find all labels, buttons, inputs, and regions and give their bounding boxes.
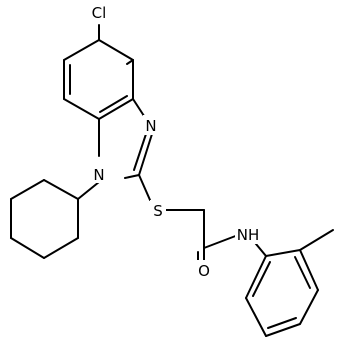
- atom-label-background: [143, 115, 159, 135]
- bond: [252, 261, 271, 297]
- imine-nitrogen-label: N: [145, 117, 156, 135]
- bond: [63, 39, 100, 61]
- amide-nitrogen-label: NH: [237, 226, 260, 244]
- bond: [299, 229, 334, 251]
- bond: [138, 174, 151, 201]
- bond: [10, 179, 45, 200]
- ring-nitrogen-label: N: [93, 166, 104, 184]
- bond: [124, 174, 140, 179]
- bond: [43, 179, 79, 200]
- bond: [265, 323, 301, 337]
- bond: [126, 59, 134, 65]
- bond: [43, 237, 79, 259]
- bond: [299, 249, 319, 291]
- bond: [98, 39, 134, 61]
- bond: [99, 95, 128, 113]
- bond: [133, 130, 148, 171]
- bond: [10, 237, 45, 259]
- chlorine-label: Cl: [92, 4, 107, 22]
- oxygen-label: O: [198, 262, 210, 280]
- bond: [245, 255, 267, 299]
- atom-labels: Cl N N S O NH: [87, 2, 261, 280]
- sulfur-label: S: [153, 202, 163, 220]
- atom-label-background: [235, 224, 261, 244]
- bond: [245, 297, 267, 337]
- bond: [267, 317, 297, 329]
- bond: [299, 289, 319, 325]
- bonds: [10, 24, 334, 337]
- bond: [98, 98, 134, 120]
- bond: [77, 181, 100, 200]
- atom-label-background: [195, 260, 212, 280]
- bond: [265, 249, 301, 257]
- atom-label-background: [87, 2, 111, 22]
- bond: [294, 256, 311, 289]
- bond: [63, 98, 100, 120]
- bond: [138, 133, 153, 176]
- atom-label-background: [91, 163, 107, 183]
- atom-label-background: [150, 200, 166, 220]
